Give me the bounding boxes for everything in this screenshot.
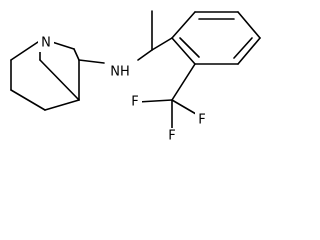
bond-cf3-f-left — [137, 99, 173, 103]
atom-label-nitrogen-ring: N — [41, 36, 51, 51]
atom-label-fluorine-1: F — [131, 95, 138, 110]
bond-bridge-bottom-c5 — [10, 89, 46, 111]
bond-ring-cf3 — [171, 63, 196, 101]
bond-cf3-f-right — [171, 99, 197, 115]
benzene-ring — [171, 11, 261, 65]
amine-linker — [78, 10, 173, 64]
bond-bridge-mid — [39, 59, 80, 101]
bond-c6-n — [10, 41, 39, 61]
atom-label-amine: NH — [110, 65, 130, 80]
ring-bond-1 — [171, 11, 196, 39]
bond-n-bridge-top — [51, 41, 75, 50]
bond-nh-ch — [137, 49, 153, 61]
ring-bond-3 — [237, 11, 261, 39]
bond-c3-nh — [78, 59, 105, 64]
structure-diagram: N NH F F F — [10, 10, 261, 145]
trifluoromethyl-group — [137, 63, 197, 129]
atom-label-fluorine-2: F — [168, 129, 175, 144]
atom-labels: N NH F F F — [38, 35, 209, 145]
bond-c4-bridge-bottom — [44, 99, 80, 111]
atom-label-fluorine-3: F — [198, 113, 205, 128]
ring-double-bond-left — [179, 37, 200, 58]
bond-bridge-top-c3 — [73, 48, 80, 61]
ring-bond-4 — [237, 37, 261, 65]
quinuclidine-cage — [10, 41, 80, 111]
ring-bond-6 — [171, 37, 196, 65]
bond-ch-ring — [151, 37, 173, 51]
ring-double-bond-right — [233, 37, 253, 59]
